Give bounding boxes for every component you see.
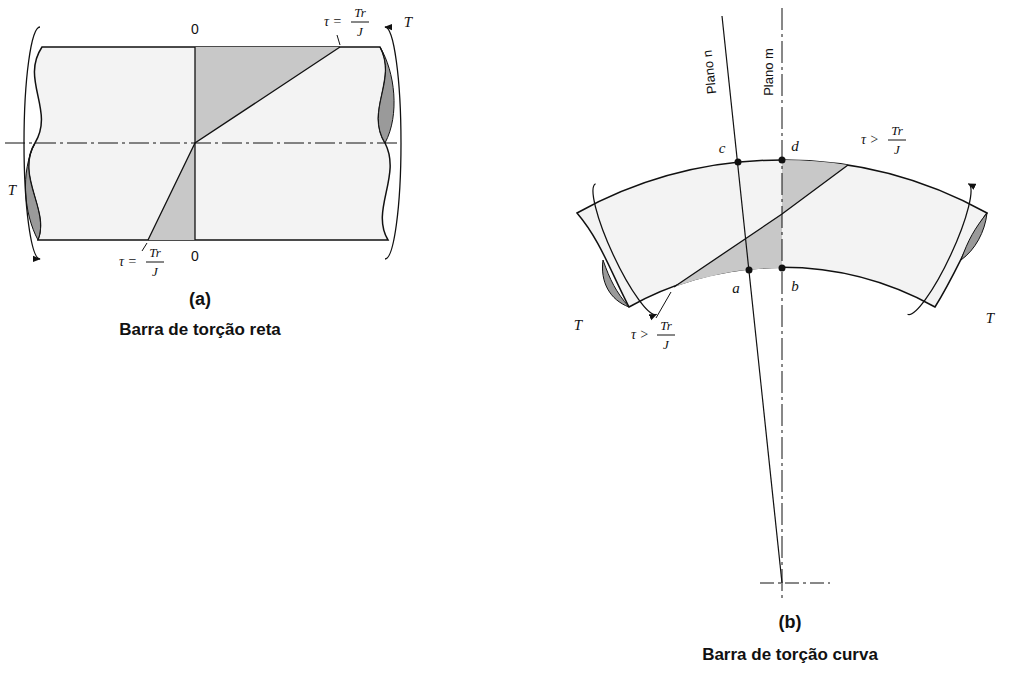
torque-label: T — [8, 182, 16, 199]
torque-label: T — [574, 317, 582, 334]
point-label: d — [791, 138, 799, 155]
shear-line — [674, 165, 848, 287]
point-label: a — [732, 280, 740, 297]
leader-line — [142, 243, 147, 251]
torque-arrow — [908, 184, 982, 320]
leader-line — [656, 292, 671, 318]
fraction-numerator: Tr — [149, 246, 161, 260]
figure-letter: (a) — [189, 290, 211, 310]
plane-m-line — [782, 8, 783, 600]
fraction-denominator: J — [894, 143, 900, 157]
figure-caption: Barra de torção curva — [702, 646, 878, 665]
fraction-denominator: J — [357, 25, 363, 39]
fraction-denominator: J — [663, 338, 669, 352]
plane-label: Plano n — [701, 49, 720, 94]
torque-label: T — [986, 310, 994, 327]
fraction-denominator: J — [152, 265, 158, 279]
break-face — [25, 143, 40, 240]
figure-letter: (b) — [779, 613, 802, 633]
plane-n-line — [722, 16, 782, 583]
point-dot — [746, 267, 753, 274]
figure-caption: Barra de torção reta — [119, 321, 281, 340]
plane-label: Plano m — [762, 48, 776, 96]
fraction-bar — [351, 22, 369, 23]
break-face — [378, 47, 394, 143]
point-dot — [779, 157, 786, 164]
section-mark: 0 — [191, 249, 199, 264]
point-label: c — [719, 140, 726, 157]
torque-arrow — [385, 27, 401, 259]
stress-symbol: τ = — [324, 14, 342, 29]
fraction-bar — [888, 140, 906, 141]
axis-line — [5, 143, 400, 144]
leader-line — [337, 35, 340, 45]
torque-label: T — [404, 14, 412, 31]
fraction-numerator: Tr — [354, 6, 366, 20]
break-face — [602, 260, 629, 307]
section-mark: 0 — [191, 22, 199, 37]
point-label: b — [791, 278, 799, 295]
torque-arrow — [24, 27, 40, 259]
point-dot — [735, 159, 742, 166]
fraction-bar — [657, 335, 675, 336]
fraction-numerator: Tr — [660, 319, 672, 333]
stress-symbol: τ = — [119, 254, 137, 269]
stress-symbol: τ > — [861, 132, 879, 147]
fraction-numerator: Tr — [891, 124, 903, 138]
center-mark — [760, 583, 830, 584]
fraction-bar — [146, 262, 164, 263]
point-dot — [779, 265, 786, 272]
stress-symbol: τ > — [631, 327, 649, 342]
torque-arrow — [583, 184, 657, 320]
